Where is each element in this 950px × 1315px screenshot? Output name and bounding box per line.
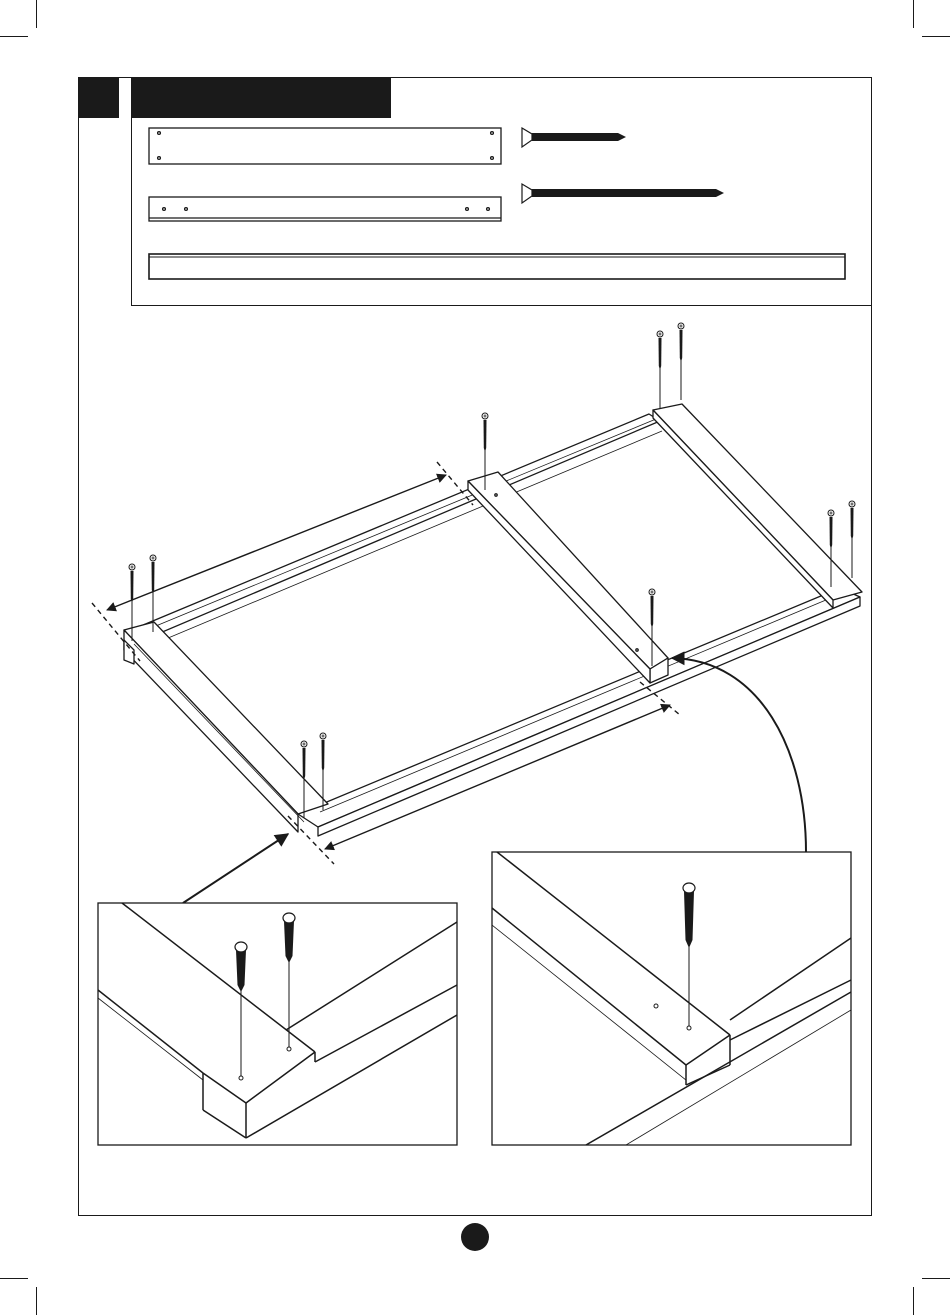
corner-detail-view bbox=[98, 903, 457, 1145]
middle-brace-detail-view bbox=[492, 852, 851, 1145]
part-narrow-board bbox=[149, 197, 501, 221]
part-long-rail bbox=[149, 254, 845, 279]
screw-short-icon bbox=[522, 128, 626, 147]
part-short-board bbox=[149, 128, 501, 164]
screw-long-icon bbox=[522, 184, 724, 203]
frame-assembly bbox=[124, 404, 862, 836]
page-number-badge bbox=[461, 1223, 489, 1251]
page-number bbox=[461, 1223, 489, 1251]
